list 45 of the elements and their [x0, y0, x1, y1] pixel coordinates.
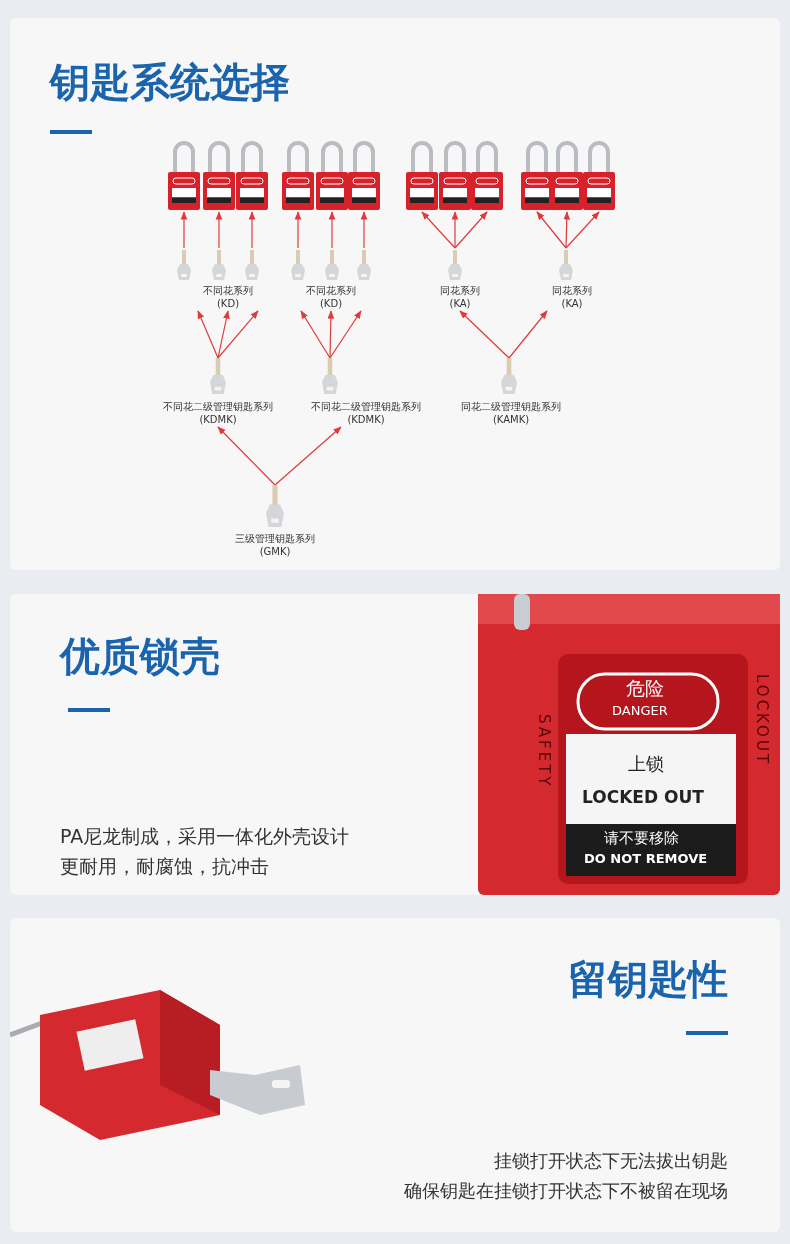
description-text: 更耐用，耐腐蚀，抗冲击 — [60, 854, 269, 879]
series-label: 同花系列(KA) — [551, 284, 593, 310]
arrow — [360, 211, 368, 249]
arrow — [328, 211, 336, 249]
description-text: PA尼龙制成，采用一体化外壳设计 — [60, 824, 350, 849]
arrow — [508, 310, 548, 359]
sign-text: 上锁 — [628, 754, 664, 774]
embossed-text: LOCKOUT — [754, 674, 769, 767]
arrow — [248, 211, 256, 249]
series-label: 不同花系列(KD) — [202, 284, 254, 310]
series-label: 同花系列(KA) — [439, 284, 481, 310]
arrow — [274, 426, 342, 486]
series-label: 不同花二级管理钥匙系列(KDMK) — [310, 400, 422, 426]
arrow — [300, 310, 331, 359]
arrow — [565, 211, 600, 249]
arrow — [294, 211, 302, 249]
arrow — [327, 310, 335, 359]
sign-text: DO NOT REMOVE — [584, 852, 708, 867]
arrow — [329, 310, 362, 359]
arrow — [536, 211, 567, 249]
arrow — [421, 211, 456, 249]
warning-text: 危险 — [626, 678, 664, 699]
arrow — [197, 310, 219, 359]
arrow — [459, 310, 510, 359]
arrow — [217, 426, 276, 486]
arrow — [451, 211, 459, 249]
embossed-text: SAFETY — [536, 714, 551, 789]
heading: 留钥匙性 — [568, 955, 728, 1003]
arrow — [215, 211, 223, 249]
series-label: 同花二级管理钥匙系列(KAMK) — [460, 400, 562, 426]
sign-text: 请不要移除 — [604, 830, 679, 847]
heading: 优质锁壳 — [60, 632, 220, 680]
arrow — [217, 310, 259, 359]
arrow — [180, 211, 188, 249]
sign-text: LOCKED OUT — [582, 788, 704, 807]
warning-text: DANGER — [612, 704, 668, 719]
series-label: 三级管理钥匙系列(GMK) — [234, 532, 316, 558]
series-label: 不同花二级管理钥匙系列(KDMK) — [162, 400, 274, 426]
arrow — [563, 211, 571, 249]
heading: 钥匙系统选择 — [50, 58, 290, 106]
description-text: 挂锁打开状态下无法拔出钥匙 — [494, 1149, 728, 1173]
description-text: 确保钥匙在挂锁打开状态下不被留在现场 — [404, 1179, 728, 1203]
arrow — [217, 310, 230, 359]
series-label: 不同花系列(KD) — [305, 284, 357, 310]
arrow — [454, 211, 488, 249]
